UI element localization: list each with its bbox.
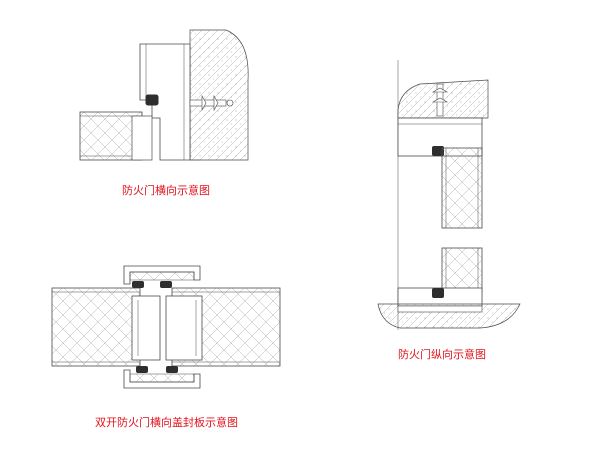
left-door-leaf (51, 287, 141, 367)
anchor-bolt-icon (189, 94, 234, 112)
seal-strip (432, 146, 444, 156)
caption-horizontal-door: 防火门横向示意图 (122, 184, 210, 197)
seal-strip (166, 366, 178, 373)
seal-strip (432, 288, 444, 298)
seal-strip (145, 94, 159, 106)
door-frame (139, 43, 191, 161)
seal-strip (132, 281, 144, 288)
double-door-diagram (51, 265, 281, 389)
caption-vertical-door: 防火门纵向示意图 (398, 348, 486, 361)
seal-strip (136, 366, 148, 373)
caption-double-door-cover-plate: 双开防火门横向盖封板示意图 (95, 416, 238, 429)
seal-strip (160, 281, 172, 288)
anchor-bolt-icon (431, 83, 449, 117)
vertical-door-diagram (377, 60, 521, 330)
door-leaf (441, 147, 483, 229)
horizontal-door-diagram (79, 29, 249, 161)
